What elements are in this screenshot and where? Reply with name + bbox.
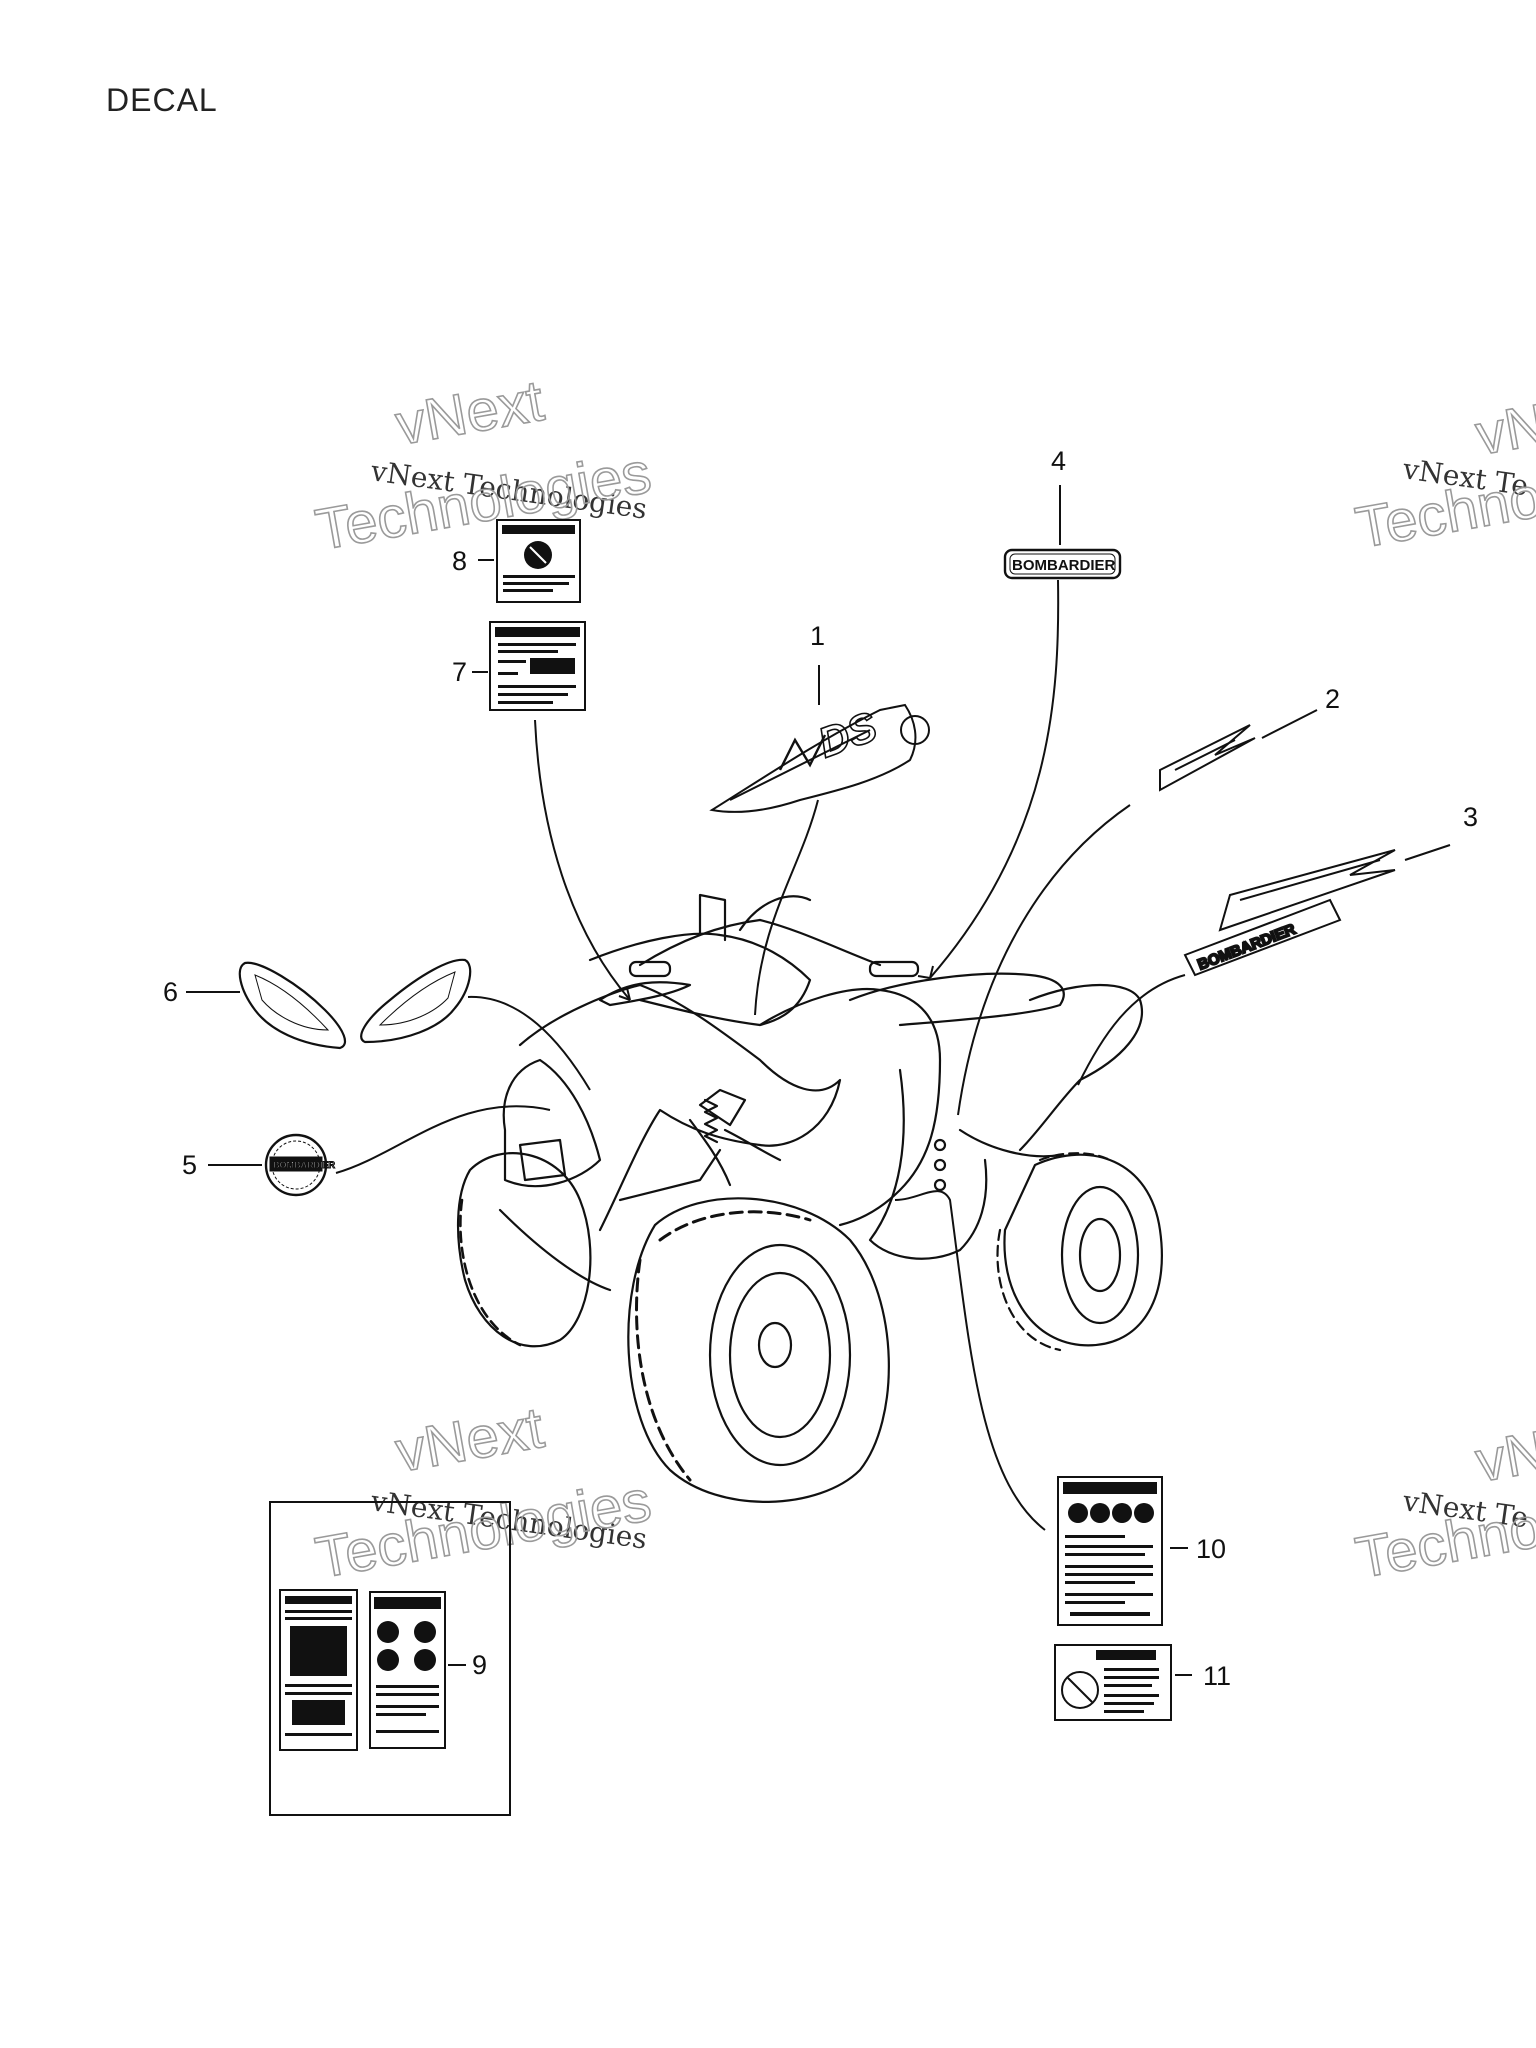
- front-tire-near: [627, 1197, 890, 1503]
- svg-text:BOMBARDIER: BOMBARDIER: [273, 1160, 335, 1170]
- decal-3-bombardier-lightning: BOMBARDIER: [1183, 849, 1396, 977]
- watermark-bottom-left: vNext vNext Technologies Technologies: [310, 1394, 656, 1591]
- callout-6: 6: [163, 977, 178, 1007]
- decal-4-bombardier-plate: BOMBARDIER: [1003, 548, 1122, 580]
- callout-2: 2: [1325, 684, 1340, 714]
- decal-2-lightning: [1159, 724, 1256, 792]
- callout-10: 10: [1196, 1534, 1226, 1564]
- watermark-bottom-right: vN vNext Te Techno: [1350, 1418, 1536, 1592]
- page-title: DECAL: [106, 82, 218, 118]
- callout-4: 4: [1051, 446, 1066, 476]
- leader-6-body: [467, 995, 591, 1091]
- decal-6-headlight-covers: [238, 958, 472, 1050]
- leader-4-body: [929, 579, 1060, 979]
- callout-5: 5: [182, 1150, 197, 1180]
- svg-text:vN: vN: [1471, 391, 1536, 467]
- watermark-top-right: vN vNext Te Techno: [1350, 391, 1536, 562]
- leader-3: [1404, 844, 1451, 861]
- svg-text:DS: DS: [812, 702, 883, 766]
- leader-5-body: [335, 1105, 551, 1174]
- svg-text:BOMBARDIER: BOMBARDIER: [1012, 557, 1115, 574]
- callout-8: 8: [452, 546, 467, 576]
- decal-9-label-set: [269, 1501, 511, 1816]
- callout-1: 1: [810, 621, 825, 651]
- watermark-top-left: vNext vNext Technologies Technologies: [310, 367, 656, 563]
- callout-3: 3: [1463, 802, 1478, 832]
- leader-3-body: [1077, 974, 1186, 1086]
- svg-text:vNext: vNext: [391, 368, 548, 458]
- decal-11-warning-label: [1054, 1644, 1172, 1721]
- svg-text:vNext: vNext: [391, 1395, 548, 1485]
- leader-10-body: [894, 1190, 1046, 1531]
- leader-lines: [186, 485, 1451, 1676]
- decal-8-safety-label: [496, 519, 581, 603]
- rear-tire: [996, 1152, 1163, 1352]
- atv-drawing: [456, 893, 1163, 1503]
- leader-1-body: [754, 799, 819, 1016]
- callout-9: 9: [472, 1650, 487, 1680]
- front-tire-far: [456, 1152, 592, 1348]
- decal-10-warning-label: [1057, 1476, 1163, 1626]
- callout-7: 7: [452, 657, 467, 687]
- svg-text:Technologies: Technologies: [311, 1468, 656, 1591]
- callout-numbers: 1 2 3 4 5 6 7 8 9 10 11: [163, 446, 1478, 1691]
- callout-11: 11: [1203, 1661, 1231, 1691]
- leader-7-body: [534, 719, 631, 1001]
- svg-text:BOMBARDIER: BOMBARDIER: [1195, 921, 1298, 974]
- leader-2-body: [957, 804, 1131, 1116]
- decal-5-round-badge: BOMBARDIER: [264, 1133, 336, 1197]
- svg-text:Technologies: Technologies: [311, 440, 656, 563]
- decal-7-warning-label: [489, 621, 586, 711]
- leader-2: [1261, 709, 1318, 739]
- svg-text:vN: vN: [1471, 1418, 1536, 1494]
- decal-1-ds-emblem: DS: [709, 702, 930, 813]
- atv-body: [498, 932, 1143, 1292]
